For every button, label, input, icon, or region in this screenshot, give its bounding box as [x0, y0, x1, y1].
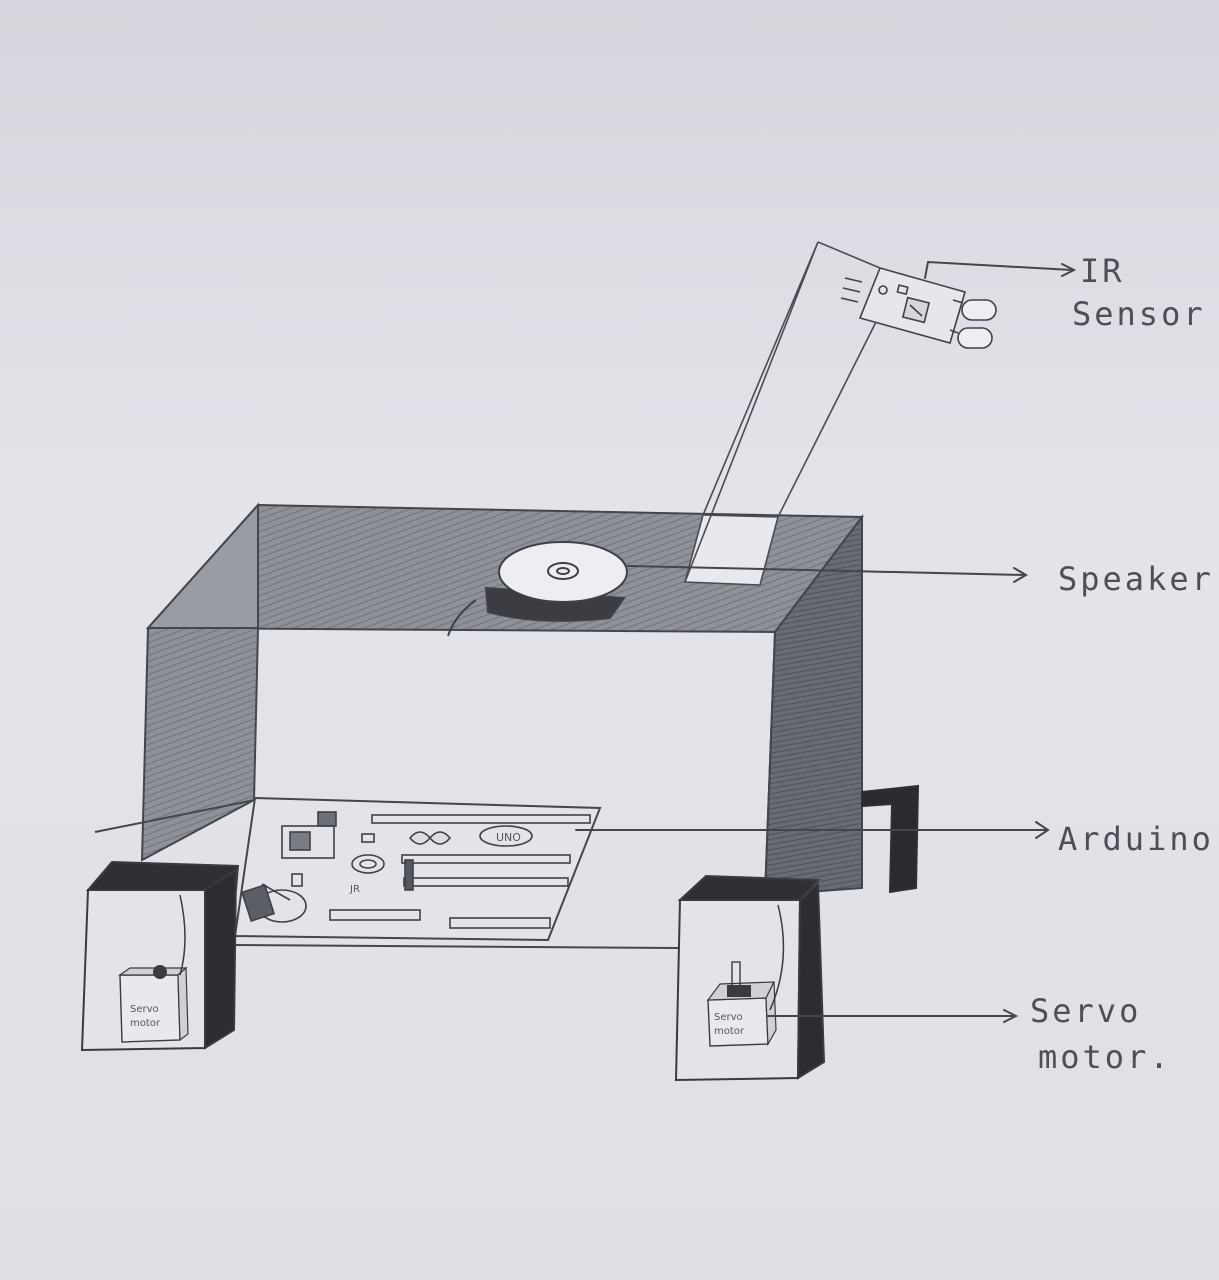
servo-box-left: Servo motor — [80, 860, 240, 1052]
servo-left-text-2: motor — [130, 1018, 161, 1029]
side-bracket — [861, 784, 920, 894]
label-speaker: Speaker — [1058, 560, 1214, 598]
speaker — [447, 541, 628, 637]
uno-mark: UNO — [496, 831, 521, 844]
callout-arrows — [575, 260, 1077, 1023]
label-servo-motor-1: Servo — [1030, 992, 1141, 1030]
labels: IR Sensor Speaker Arduino Servo motor. — [1030, 252, 1214, 1076]
table-frame — [94, 502, 864, 949]
arrow-servo — [767, 1009, 1019, 1023]
arrow-arduino — [575, 821, 1050, 839]
label-arduino: Arduino — [1058, 820, 1214, 858]
arrow-speaker — [627, 565, 1028, 583]
label-servo-motor-2: motor. — [1038, 1038, 1172, 1076]
label-ir-sensor-1: IR — [1080, 252, 1125, 290]
servo-right-text-2: motor — [714, 1026, 745, 1037]
label-ir-sensor-2: Sensor — [1072, 295, 1206, 333]
ir-sensor-module — [840, 267, 997, 349]
servo-right-text-1: Servo — [714, 1012, 743, 1023]
arrow-ir — [924, 260, 1077, 279]
left-leg-front — [140, 627, 260, 862]
left-leg-inner — [145, 502, 259, 629]
servo-box-right: Servo motor — [674, 874, 826, 1082]
arduino-board: JR UNO — [240, 811, 591, 929]
base-plate — [233, 796, 602, 942]
svg-text:JR: JR — [349, 884, 360, 895]
servo-left-text-1: Servo — [130, 1004, 159, 1015]
